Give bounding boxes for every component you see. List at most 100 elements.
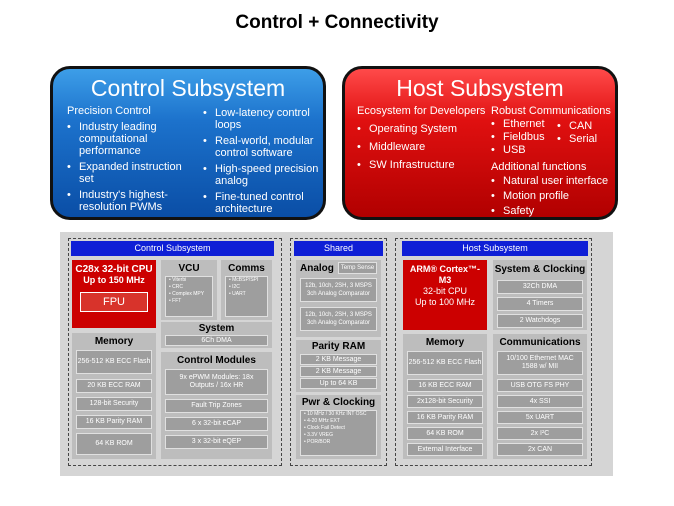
list-item: Natural user interface <box>491 175 619 187</box>
memory-title: Memory <box>425 337 465 348</box>
list-item: High-speed precision analog <box>203 163 319 187</box>
pwr-clocking-block: Pwr & Clocking • 10 MHz / 30 KHz INT OSC… <box>296 395 381 459</box>
list-item: Real-world, modular control software <box>203 135 319 159</box>
sys-cell: 32Ch DMA <box>497 280 583 294</box>
list-item: Motion profile <box>491 190 619 202</box>
host-comm-list-1: Ethernet Fieldbus USB <box>491 118 557 160</box>
page-title: Control + Connectivity <box>235 12 439 33</box>
shared-block-header: Shared <box>294 241 383 256</box>
list-item: • POR/BOR <box>304 439 331 445</box>
list-item: Safety <box>491 205 619 217</box>
adc-cell: 12b, 10ch, 2SH, 3 MSPS 3ch Analog Compar… <box>300 307 377 331</box>
fpu-block: FPU <box>80 292 148 312</box>
comms-features: • McBSP/SPI • I2C • UART <box>225 276 268 317</box>
control-modules-block: Control Modules 9x ePWM Modules: 18x Out… <box>161 352 272 459</box>
comm-cell: 10/100 Ethernet MAC 1588 w/ MII <box>497 351 583 375</box>
memory-cell: 16 KB ECC RAM <box>407 379 483 392</box>
parity-cell: 2 KB Message <box>300 366 377 377</box>
system-clocking-block: System & Clocking 32Ch DMA 4 Timers 2 Wa… <box>493 260 587 330</box>
memory-cell: 16 KB Parity RAM <box>76 415 152 429</box>
list-item: • McBSP/SPI <box>229 277 259 283</box>
list-item: • 10 MHz / 30 KHz INT OSC <box>304 411 367 417</box>
list-item: Operating System <box>357 123 477 135</box>
host-functions-list: Natural user interface Motion profile Sa… <box>491 175 619 221</box>
module-cell: Fault Trip Zones <box>165 399 268 413</box>
parity-ram-block: Parity RAM 2 KB Message 2 KB Message Up … <box>296 340 381 392</box>
vcu-title: VCU <box>178 263 200 274</box>
host-panel-subtitle-right: Robust Communications <box>491 105 611 117</box>
host-comm-list-2: CAN Serial <box>557 120 617 149</box>
control-block-header: Control Subsystem <box>71 241 274 256</box>
comm-cell: 5x UART <box>497 411 583 424</box>
communications-title: Communications <box>499 337 581 348</box>
host-panel-title: Host Subsystem <box>396 75 564 101</box>
host-panel-subtitle-functions: Additional functions <box>491 161 587 173</box>
cpu-speed: Up to 150 MHz <box>83 275 145 285</box>
memory-cell: External Interface <box>407 443 483 456</box>
shared-block <box>290 238 387 466</box>
memory-cell: 256-512 KB ECC Flash <box>407 351 483 375</box>
list-item: • 3.3V VREG <box>304 432 333 438</box>
parity-cell: 2 KB Message <box>300 354 377 365</box>
comms-title: Comms <box>228 263 265 274</box>
sys-cell: 4 Timers <box>497 297 583 311</box>
host-memory-block: Memory 256-512 KB ECC Flash 16 KB ECC RA… <box>403 334 487 459</box>
memory-cell: 128-bit Security <box>76 397 152 411</box>
system-clocking-title: System & Clocking <box>494 264 586 275</box>
dma-cell: 6Ch DMA <box>165 335 268 346</box>
comm-cell: 2x CAN <box>497 443 583 456</box>
memory-cell: 2x128-bit Security <box>407 395 483 408</box>
list-item: • Complex MPY <box>169 291 205 297</box>
list-item: SW Infrastructure <box>357 159 477 171</box>
list-item: Low-latency control loops <box>203 107 319 131</box>
comm-cell: 4x SSI <box>497 395 583 408</box>
control-right-list: Low-latency control loops Real-world, mo… <box>203 107 319 219</box>
list-item: Serial <box>557 133 617 145</box>
control-subsystem-panel: Control Subsystem Precision Control Indu… <box>50 66 326 220</box>
memory-cell: 64 KB ROM <box>407 427 483 440</box>
vcu-block: VCU • Viterbi • CRC • Complex MPY • FFT <box>161 260 217 320</box>
list-item: • FFT <box>169 298 182 304</box>
sys-cell: 2 Watchdogs <box>497 314 583 328</box>
parity-cell: Up to 64 KB <box>300 378 377 389</box>
parity-ram-title: Parity RAM <box>311 341 366 352</box>
comms-block: Comms • McBSP/SPI • I2C • UART <box>221 260 272 320</box>
memory-cell: 16 KB Parity RAM <box>407 411 483 424</box>
list-item: Industry leading computational performan… <box>67 121 191 157</box>
system-title: System <box>198 323 235 334</box>
host-left-list: Operating System Middleware SW Infrastru… <box>357 123 477 175</box>
cpu-name: C28x 32-bit CPU <box>75 264 153 275</box>
comm-cell: USB OTG FS PHY <box>497 379 583 392</box>
memory-cell: 20 KB ECC RAM <box>76 379 152 393</box>
host-block-header: Host Subsystem <box>402 241 588 256</box>
list-item: Industry's highest-resolution PWMs <box>67 189 191 213</box>
list-item: • I2C <box>229 284 240 290</box>
list-item: • Viterbi <box>169 277 187 283</box>
cpu-bits: 32-bit CPU <box>422 286 467 296</box>
temp-sense-cell: Temp Sense <box>338 262 377 274</box>
module-cell: 9x ePWM Modules: 18x Outputs / 16x HR <box>165 369 268 395</box>
list-item: • Clock Fail Detect <box>304 425 345 431</box>
control-block <box>68 238 282 466</box>
communications-block: Communications 10/100 Ethernet MAC 1588 … <box>493 334 587 459</box>
list-item: • UART <box>229 291 246 297</box>
memory-cell: 64 KB ROM <box>76 433 152 455</box>
host-block <box>395 238 592 466</box>
list-item: Fine-tuned control architecture <box>203 191 319 215</box>
list-item: USB <box>491 144 557 156</box>
analog-title: Analog <box>300 263 334 274</box>
list-item: Ethernet <box>491 118 557 130</box>
c28x-cpu: C28x 32-bit CPU Up to 150 MHz FPU <box>72 260 156 328</box>
comm-cell: 2x I²C <box>497 427 583 440</box>
host-panel-subtitle-left: Ecosystem for Developers <box>357 105 486 117</box>
control-panel-subtitle: Precision Control <box>67 105 151 117</box>
control-memory-block: Memory 256-512 KB ECC Flash 20 KB ECC RA… <box>72 333 156 459</box>
pwr-clocking-title: Pwr & Clocking <box>301 397 376 408</box>
host-subsystem-panel: Host Subsystem Ecosystem for Developers … <box>342 66 618 220</box>
control-panel-title: Control Subsystem <box>90 75 286 101</box>
list-item: CAN <box>557 120 617 132</box>
memory-cell: 256-512 KB ECC Flash <box>76 350 152 374</box>
arm-cortex-cpu: ARM® Cortex™-M3 32-bit CPU Up to 100 MHz <box>403 260 487 330</box>
system-block: System 6Ch DMA <box>161 322 272 348</box>
memory-title: Memory <box>94 336 134 347</box>
